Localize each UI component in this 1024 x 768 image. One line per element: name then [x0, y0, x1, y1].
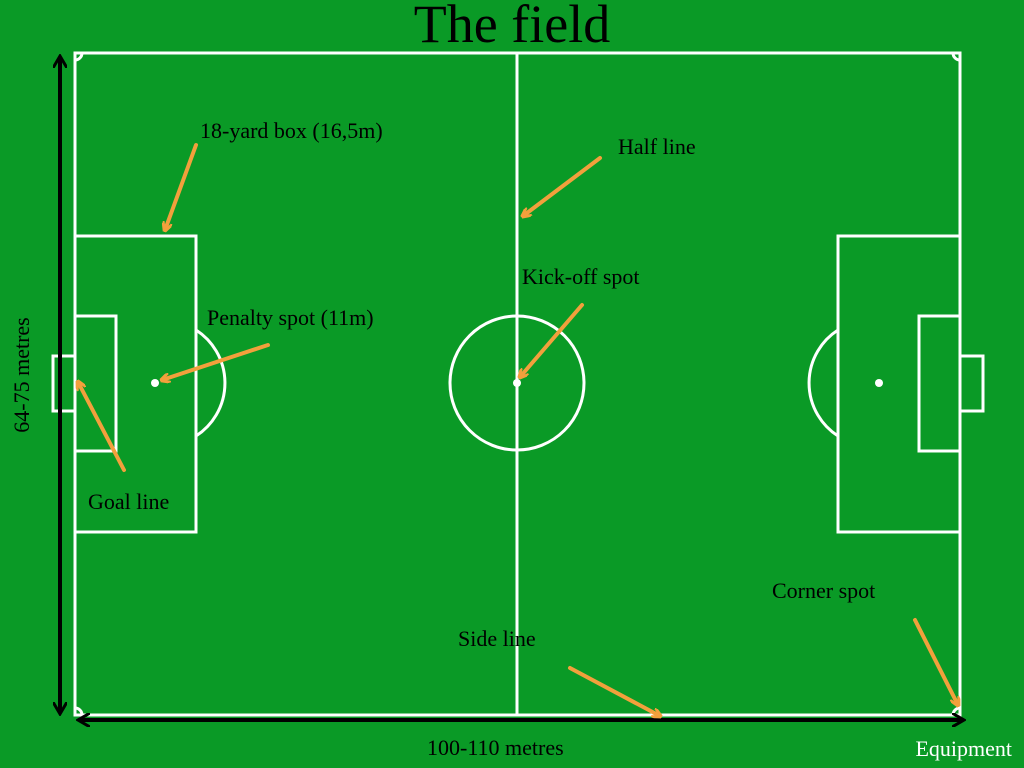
label-half-line: Half line	[618, 134, 696, 159]
footer-equipment: Equipment	[915, 736, 1012, 761]
label-width-dimension: 64-75 metres	[9, 317, 34, 433]
goal-line-pointer-arrow	[78, 382, 126, 472]
kickoff-pointer-arrow	[520, 303, 584, 377]
side-line-pointer-arrow	[568, 666, 660, 716]
corner-pointer-arrow	[913, 618, 958, 705]
left-penalty-arc	[195, 328, 227, 438]
left-penalty-spot	[151, 379, 159, 387]
label-length-dimension: 100-110 metres	[427, 735, 564, 760]
right-penalty-box	[836, 234, 962, 534]
left-goal-area	[73, 314, 118, 453]
label-corner-spot: Corner spot	[772, 578, 876, 603]
penalty-pointer-arrow	[162, 343, 270, 380]
corner-arc-top-left	[74, 52, 84, 62]
label-18-yard-box: 18-yard box (16,5m)	[200, 118, 383, 143]
kickoff-spot	[513, 379, 521, 387]
label-goal-line: Goal line	[88, 489, 170, 514]
page-title: The field	[413, 0, 611, 54]
right-goal-area	[917, 314, 962, 453]
label-penalty-spot: Penalty spot (11m)	[207, 305, 374, 330]
left-goal	[51, 354, 77, 413]
center-circle	[448, 314, 586, 452]
label-kickoff-spot: Kick-off spot	[522, 264, 640, 289]
half-line-pointer-arrow	[523, 156, 602, 216]
right-goal	[958, 354, 985, 413]
box-pointer-arrow	[165, 143, 198, 230]
corner-arc-top-right	[951, 52, 961, 62]
left-penalty-box	[73, 234, 198, 534]
right-penalty-spot	[875, 379, 883, 387]
right-penalty-arc	[807, 328, 839, 438]
label-side-line: Side line	[458, 626, 536, 651]
